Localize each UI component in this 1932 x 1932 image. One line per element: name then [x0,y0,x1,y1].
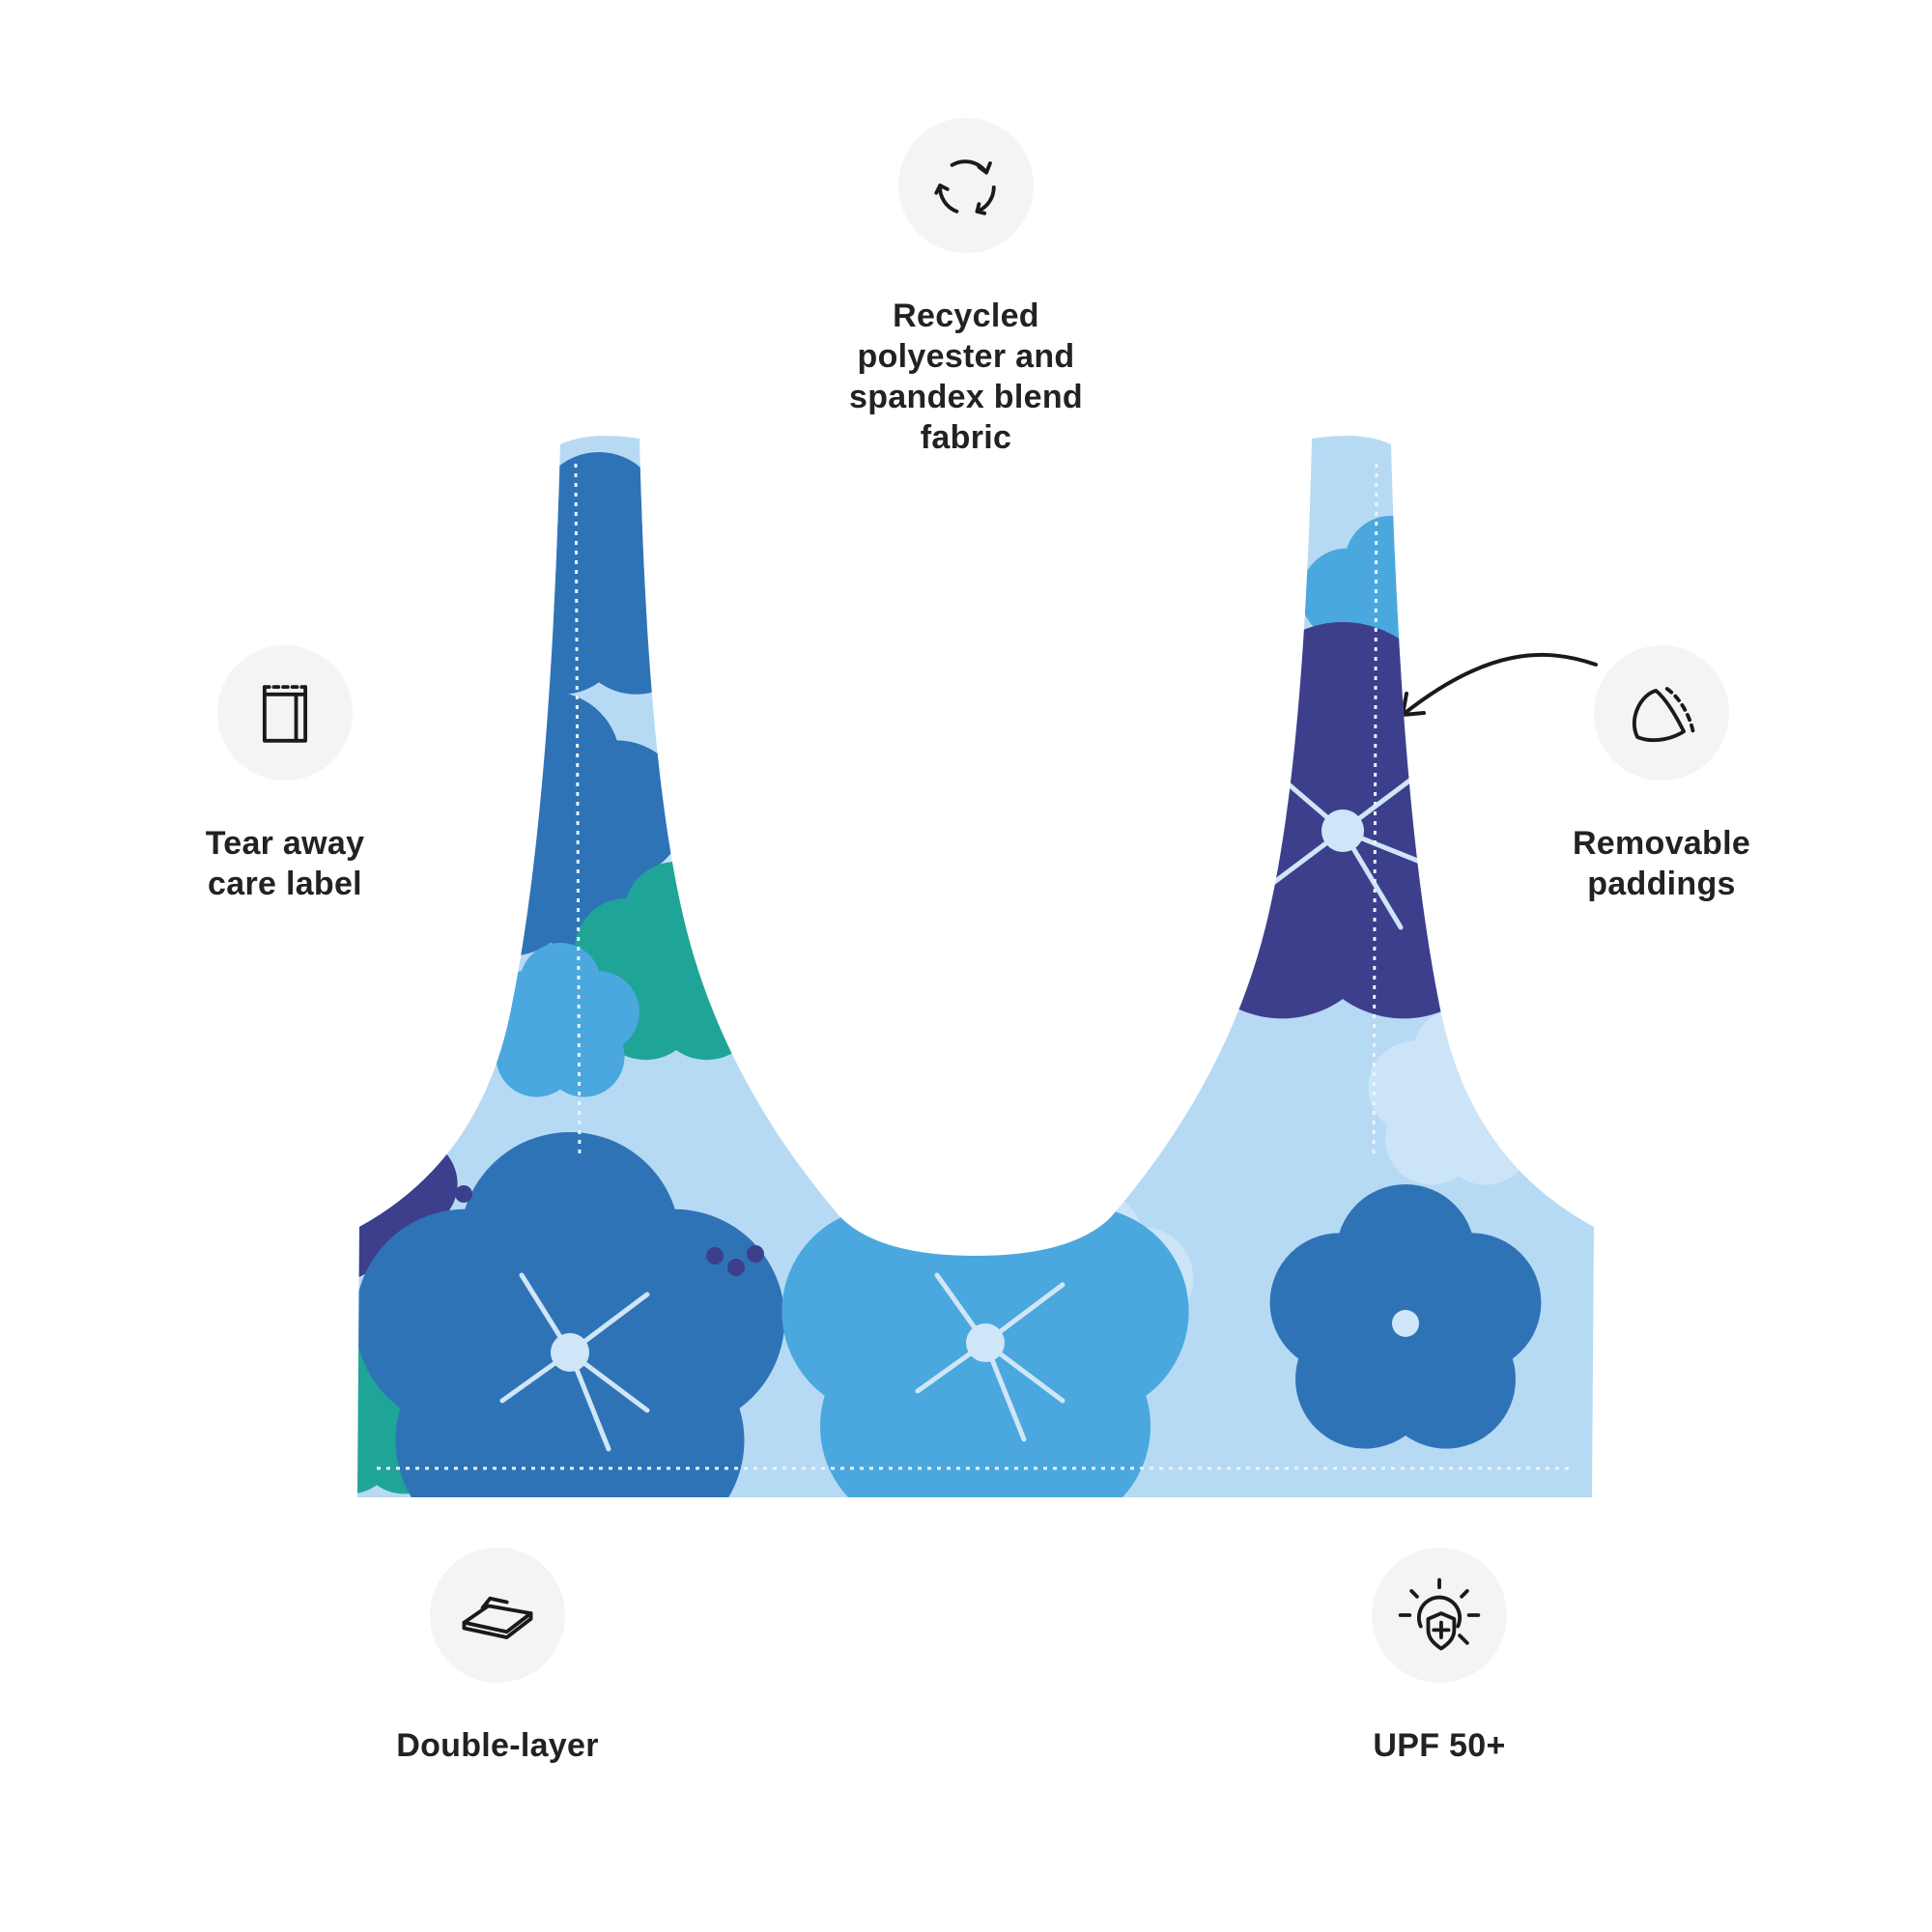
feature-label-removable: Removable paddings [1572,825,1751,902]
feature-label-recycled: Recycled polyester and spandex blend fab… [849,298,1083,456]
feature-label-upf: UPF 50+ [1373,1727,1506,1764]
padding-icon [1594,645,1729,781]
sun-shield-icon [1372,1548,1507,1683]
feature-label-tear-away: Tear away care label [205,825,365,902]
feature-double-layer: Double-layer [382,1548,613,1766]
recycle-icon [898,118,1034,253]
bikini-top-image [357,436,1594,1497]
care-label-icon [217,645,353,781]
layers-icon [430,1548,565,1683]
feature-tear-away: Tear away care label [179,645,391,904]
feature-recycled: Recycled polyester and spandex blend fab… [821,118,1111,458]
feature-label-double-layer: Double-layer [396,1727,599,1764]
feature-removable-paddings: Removable paddings [1546,645,1777,904]
feature-upf: UPF 50+ [1343,1548,1536,1766]
